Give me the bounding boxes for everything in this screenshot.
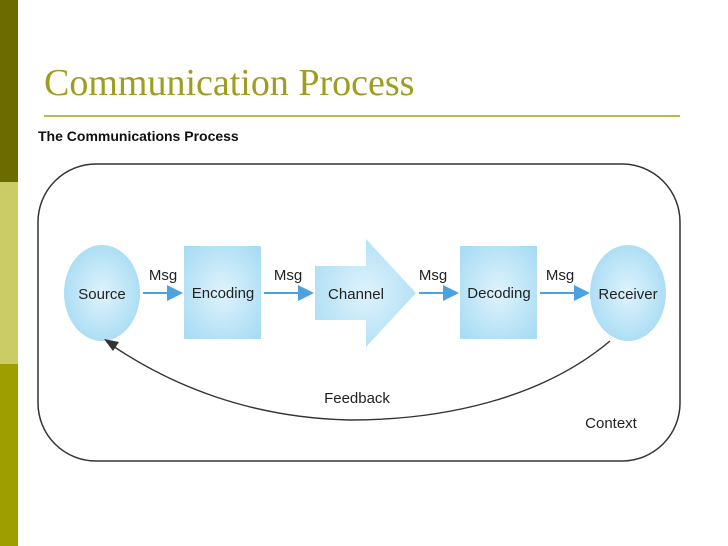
- feedback-arrowhead: [104, 339, 119, 351]
- source-node: [64, 245, 140, 341]
- encoding-label: Encoding: [192, 285, 255, 302]
- receiver-label: Receiver: [598, 286, 657, 303]
- source-label: Source: [78, 286, 126, 303]
- channel-label: Channel: [328, 286, 384, 303]
- channel-arrow-node: [315, 239, 416, 347]
- receiver-node: [590, 245, 666, 341]
- decoding-node: [460, 246, 537, 339]
- msg-label-3: Msg: [419, 267, 447, 284]
- slide-title: Communication Process: [44, 62, 415, 104]
- decoding-label: Decoding: [467, 285, 530, 302]
- sidebar-stripe-top: [0, 0, 18, 182]
- context-label: Context: [585, 415, 638, 432]
- msg-label-1: Msg: [149, 267, 177, 284]
- encoding-node: [184, 246, 261, 339]
- msg-label-4: Msg: [546, 267, 574, 284]
- feedback-label: Feedback: [324, 390, 390, 407]
- sidebar-stripe-middle: [0, 182, 18, 364]
- feedback-curve: [109, 340, 611, 421]
- context-boundary: [37, 163, 681, 462]
- sidebar-stripe-bottom: [0, 364, 18, 546]
- title-underline: [44, 115, 680, 117]
- msg-label-2: Msg: [274, 267, 302, 284]
- figure-caption: The Communications Process: [38, 128, 239, 144]
